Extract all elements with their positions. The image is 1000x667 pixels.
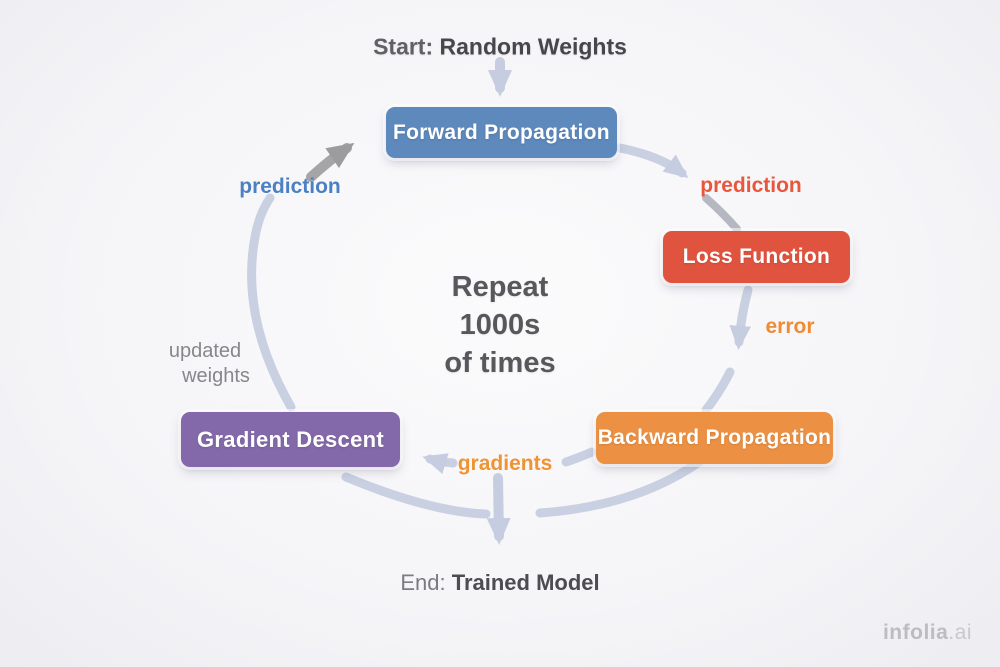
arc-error-to-backward: [701, 367, 735, 415]
edge-label-gradients: gradients: [457, 452, 553, 475]
edge-label-prediction-left: prediction: [239, 175, 341, 198]
watermark: infolia.ai: [883, 621, 972, 645]
edge-label-updated-weights: updated weights: [160, 339, 250, 389]
arrow-gradients-to-gradient-descent: [422, 453, 458, 474]
node-gradient-descent: Gradient Descent: [181, 412, 400, 467]
edge-label-error: error: [765, 315, 815, 338]
end-title: Trained Model: [451, 570, 600, 595]
start-prefix: Start:: [373, 33, 434, 60]
node-backward-label: Backward Propagation: [597, 426, 832, 449]
node-loss-label: Loss Function: [682, 245, 831, 268]
start-title: Random Weights: [439, 33, 627, 60]
watermark-name: infolia: [882, 621, 949, 644]
watermark-tld: .ai: [948, 621, 972, 644]
start-label: Start: Random Weights: [373, 34, 627, 61]
center-caption-line1: Repeat: [451, 271, 549, 303]
arrow-loop-to-end: [486, 473, 511, 545]
end-prefix: End:: [400, 570, 446, 595]
end-label: End: Trained Model: [400, 570, 599, 596]
arc-bottom-right: [535, 457, 704, 518]
edge-label-prediction-right: prediction: [700, 174, 802, 197]
node-backward-propagation: Backward Propagation: [596, 412, 833, 464]
center-caption-line2: 1000s: [459, 309, 541, 341]
arc-gradient-descent-up: [247, 193, 296, 412]
arc-loss-to-error: [729, 285, 753, 351]
dash-backward-to-gradients: [561, 447, 597, 467]
arc-prediction-to-loss: [702, 194, 741, 233]
updated-weights-line1: updated: [168, 340, 242, 362]
arrow-prediction-to-forward: [306, 142, 355, 182]
node-loss-function: Loss Function: [663, 231, 850, 283]
node-forward-propagation: Forward Propagation: [386, 107, 617, 158]
node-forward-label: Forward Propagation: [393, 120, 610, 144]
arc-forward-to-prediction: [615, 143, 689, 178]
updated-weights-line2: weights: [182, 365, 250, 387]
node-gradient-label: Gradient Descent: [197, 426, 384, 452]
arc-bottom-left: [341, 472, 491, 519]
center-caption: Repeat 1000s of times: [444, 268, 555, 382]
center-caption-line3: of times: [444, 347, 556, 379]
